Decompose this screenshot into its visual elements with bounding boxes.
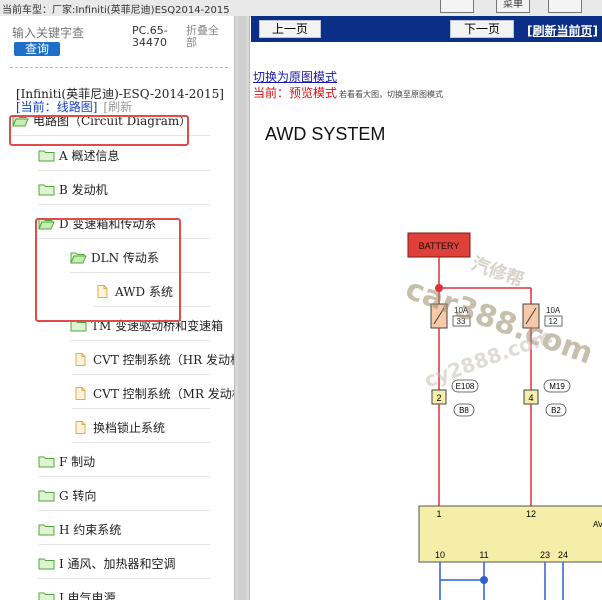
collapse-all-link[interactable]: 折叠全部 [186,24,219,49]
fuse-2-amp: 10A [546,306,561,315]
diagram-title: AWD SYSTEM [265,124,386,144]
next-page-button[interactable]: 下一页 [450,20,514,38]
document-icon [72,420,89,434]
panel-splitter[interactable] [234,16,250,600]
toolbar-button-3[interactable] [548,0,582,13]
tree-item[interactable]: D 变速箱和传动系 [38,208,210,239]
tree-item[interactable]: 电路图（Circuit Diagram） [12,105,210,136]
tree-item-label: F 制动 [59,454,96,469]
folder-icon [38,557,55,570]
tree-item-label: CVT 控制系统（MR 发动机 [93,386,234,401]
prev-page-button[interactable]: 上一页 [259,20,321,38]
tree-current: [当前：线路图] [刷新 [16,98,132,115]
folder-icon [38,183,55,196]
ecu-out-4: 24 [558,550,568,560]
right-content-panel: 上一页 下一页 [刷新当前页] 切换为原图模式 当前：预览模式若看看大图，切换至… [251,16,602,600]
folder-open-icon [38,217,55,230]
vehicle-title: 当前车型：厂家:Infiniti(英菲尼迪)ESQ2014-2015 [2,5,230,16]
tree-item[interactable]: J 电气电源 [38,582,210,600]
tree-item[interactable]: CVT 控制系统（HR 发动机 [72,344,234,375]
tree-item-label: AWD 系统 [115,284,173,299]
tree-item-label: TM 变速驱动桥和变速箱 [91,318,224,333]
conn-b-top: M19 [549,382,565,391]
page-navbar: 上一页 下一页 [刷新当前页] [251,16,602,42]
tree-item-label: DLN 传动系 [91,250,159,265]
switch-original-mode-link[interactable]: 切换为原图模式 [253,70,338,84]
menu-button[interactable]: 菜单 [496,0,530,13]
ecu-out-3: 23 [540,550,550,560]
mode-hint: 若看看大图，切换至原图模式 [339,90,444,99]
folder-icon [38,149,55,162]
splitter-thumb[interactable] [238,16,246,600]
tree-item[interactable]: 换档锁止系统 [72,412,210,443]
search-input[interactable] [12,25,110,41]
fuse-1-number: 33 [457,317,466,326]
folder-open-icon [12,114,29,127]
folder-icon [38,591,55,600]
current-prefix: [当前： [16,100,57,114]
tree-root: [Infiniti(英菲尼迪)-ESQ-2014-2015] [16,87,224,101]
tree-item-label: A 概述信息 [59,148,120,163]
search-button[interactable]: 查询 [14,42,60,56]
tree-item[interactable]: H 约束系统 [38,514,210,545]
highlight-transmission [35,218,181,322]
left-tree-panel: 查询 PC.65-34470 折叠全部 [Infiniti(英菲尼迪)-ESQ-… [0,16,234,600]
pin-b-label: 4 [528,393,533,403]
tree-item[interactable]: AWD 系统 [94,276,210,307]
tree-item-label: I 通风、加热器和空调 [59,556,176,571]
tree-item-label: 电路图（Circuit Diagram） [33,113,192,128]
refresh-page-link[interactable]: [刷新当前页] [527,24,598,38]
tree-item-label: CVT 控制系统（HR 发动机 [93,352,234,367]
fuse-1-amp: 10A [454,306,469,315]
current-name[interactable]: 线路图 [56,100,93,114]
ecu-side-label: AV [593,520,602,529]
divider [10,67,228,68]
tree-item[interactable]: B 发动机 [38,174,210,205]
document-icon [72,386,89,400]
ecu-out-1: 10 [435,550,445,560]
ecu-out-2: 11 [479,550,488,560]
folder-icon [38,523,55,536]
fuse-2-number: 12 [549,317,558,326]
tree-item-label: 换档锁止系统 [93,420,166,435]
tree-item-label: G 转向 [59,488,97,503]
ecu-in-2: 12 [526,509,536,519]
tree-item[interactable]: DLN 传动系 [70,242,210,273]
tree-item[interactable]: TM 变速驱动桥和变速箱 [70,310,223,341]
folder-icon [38,455,55,468]
conn-a-top: E108 [456,382,475,391]
control-unit [418,505,602,563]
conn-b-bottom: B2 [551,406,561,415]
battery-label: BATTERY [419,241,460,251]
folder-open-icon [70,251,87,264]
tree-item-label: D 变速箱和传动系 [59,216,157,231]
folder-icon [38,489,55,502]
tree-item[interactable]: CVT 控制系统（MR 发动机 [72,378,234,409]
tree-item[interactable]: F 制动 [38,446,210,477]
mode-label: 当前： [253,86,290,100]
tree-item[interactable]: G 转向 [38,480,210,511]
circuit-diagram: BATTERY 10A 33 10A 12 2 4 E108 B8 M19 B2 [407,232,602,600]
mode-value: 预览模式 [289,86,338,100]
tree-item-label: J 电气电源 [59,590,116,600]
pin-a-label: 2 [436,393,441,403]
current-suffix: ] [92,100,98,114]
tree-item[interactable]: A 概述信息 [38,140,210,171]
top-strip: 当前车型：厂家:Infiniti(英菲尼迪)ESQ2014-2015 菜单 [0,0,602,17]
mode-info: 当前：预览模式若看看大图，切换至原图模式 [253,84,443,101]
toolbar-button-1[interactable] [440,0,474,13]
pc-code: PC.65-34470 [132,24,168,49]
ecu-in-1: 1 [436,509,441,519]
tree-item-label: B 发动机 [59,182,108,197]
conn-a-bottom: B8 [459,406,469,415]
document-icon [94,284,111,298]
highlight-circuit [9,115,189,146]
tree-item-label: H 约束系统 [59,522,122,537]
refresh-link[interactable]: [刷新 [103,100,133,114]
tree-item[interactable]: I 通风、加热器和空调 [38,548,210,579]
document-icon [72,352,89,366]
